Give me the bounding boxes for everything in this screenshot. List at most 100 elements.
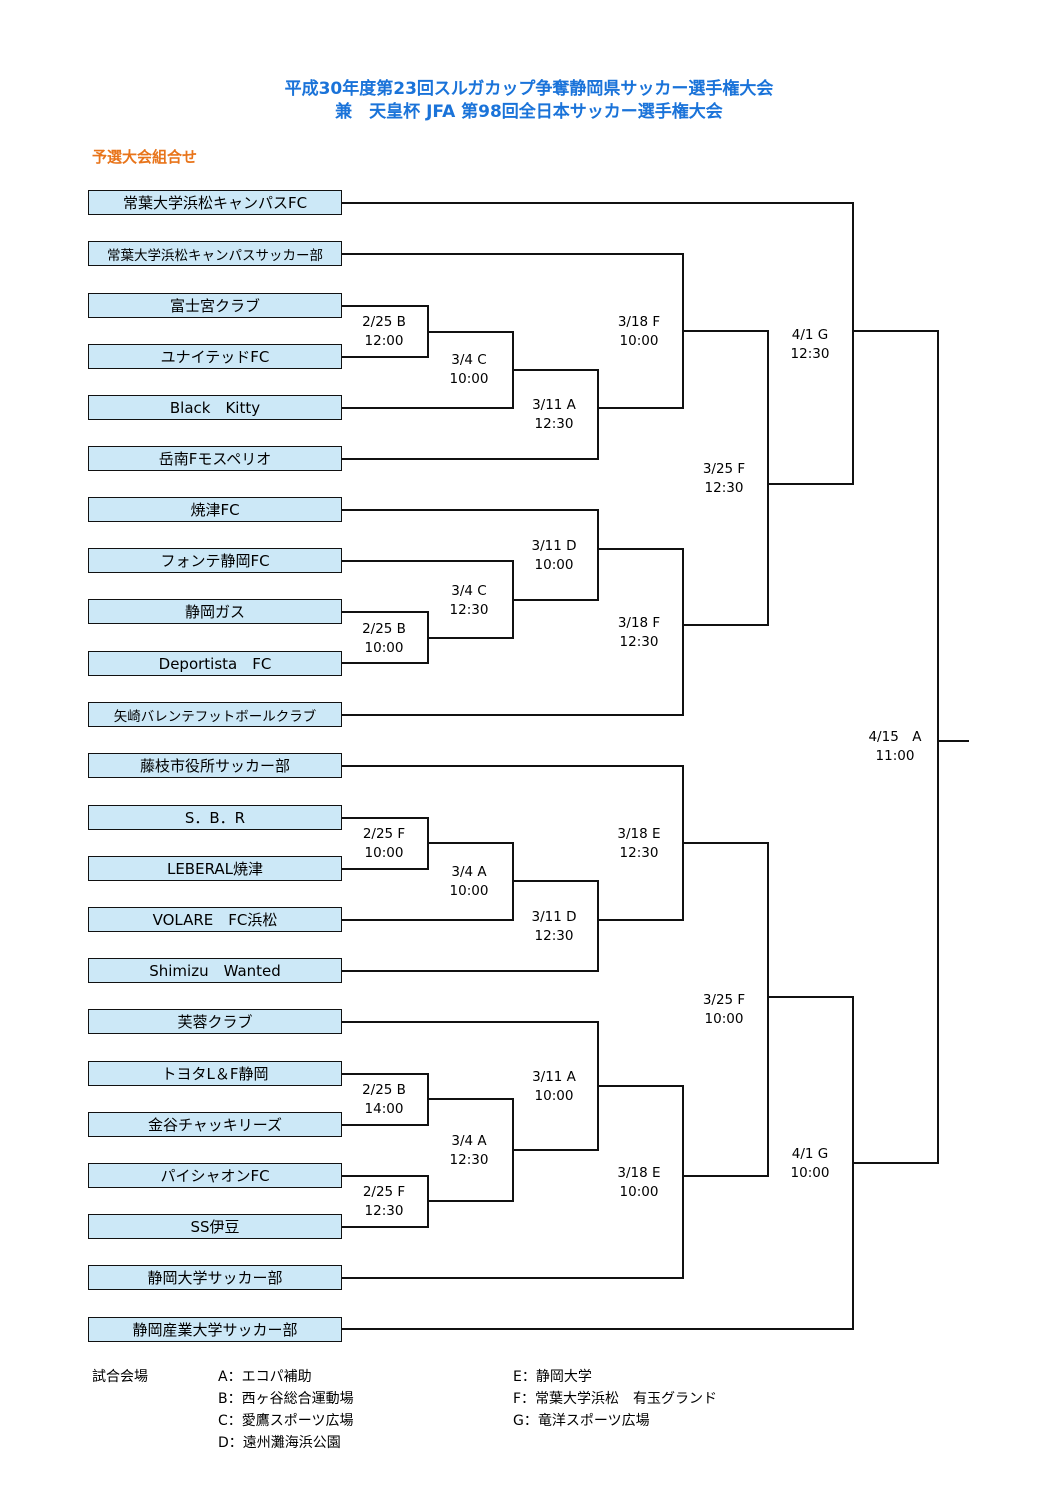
bracket-line bbox=[342, 611, 428, 613]
bracket-line bbox=[597, 548, 683, 550]
team-slot: Deportista FC bbox=[88, 651, 342, 676]
team-name: 静岡産業大学サッカー部 bbox=[132, 1321, 298, 1339]
team-name: トヨタL＆F静岡 bbox=[161, 1065, 269, 1083]
bracket-line bbox=[512, 880, 598, 882]
match-time: 11:00 bbox=[875, 748, 915, 764]
team-name: ユナイテッドFC bbox=[160, 348, 270, 366]
bracket-line bbox=[342, 253, 684, 255]
match-time: 10:00 bbox=[704, 1011, 744, 1027]
bracket-line bbox=[767, 330, 769, 626]
venue-item: B：西ヶ谷総合運動場 bbox=[218, 1391, 354, 1407]
bracket-line bbox=[342, 714, 683, 716]
match-time: 12:30 bbox=[619, 845, 659, 861]
bracket-line bbox=[852, 202, 854, 485]
match-date: 2/25 B bbox=[362, 314, 406, 330]
bracket-line bbox=[767, 996, 854, 998]
team-name: Black Kitty bbox=[169, 399, 261, 417]
bracket-line bbox=[342, 458, 598, 460]
team-slot: Black Kitty bbox=[88, 395, 342, 420]
bracket-line bbox=[512, 1149, 598, 1151]
match-label: 2/25 F 10:00 bbox=[339, 825, 429, 863]
team-name: Deportista FC bbox=[158, 655, 272, 673]
match-date: 2/25 B bbox=[362, 621, 406, 637]
match-date: 3/25 F bbox=[702, 992, 746, 1008]
bracket-line bbox=[342, 407, 513, 409]
bracket-line bbox=[597, 407, 683, 409]
bracket-line bbox=[342, 509, 598, 511]
match-time: 10:00 bbox=[449, 883, 489, 899]
venue-item: G：竜洋スポーツ広場 bbox=[513, 1413, 650, 1429]
bracket-line bbox=[342, 1124, 428, 1126]
match-date: 3/18 F bbox=[617, 615, 661, 631]
team-name: パイシャオンFC bbox=[160, 1167, 270, 1185]
bracket-line bbox=[512, 599, 598, 601]
tournament-title: 平成30年度第23回スルガカップ争奪静岡県サッカー選手権大会 bbox=[284, 79, 774, 99]
team-name: S．B．R bbox=[184, 809, 246, 827]
team-name: 常葉大学浜松キャンパスサッカー部 bbox=[107, 247, 323, 264]
team-slot: 常葉大学浜松キャンパスFC bbox=[88, 190, 342, 215]
match-time: 12:30 bbox=[364, 1203, 404, 1219]
team-slot: パイシャオンFC bbox=[88, 1163, 342, 1188]
match-date: 3/18 E bbox=[617, 826, 661, 842]
bracket-line bbox=[682, 1175, 768, 1177]
team-slot: 焼津FC bbox=[88, 497, 342, 522]
team-slot: S．B．R bbox=[88, 805, 342, 830]
team-name: 焼津FC bbox=[190, 501, 240, 519]
team-name: 静岡ガス bbox=[184, 603, 245, 621]
team-slot: 常葉大学浜松キャンパスサッカー部 bbox=[88, 241, 342, 266]
team-slot: トヨタL＆F静岡 bbox=[88, 1061, 342, 1086]
match-time: 10:00 bbox=[364, 845, 404, 861]
team-slot: SS伊豆 bbox=[88, 1214, 342, 1239]
team-slot: Shimizu Wanted bbox=[88, 958, 342, 983]
bracket-line bbox=[682, 330, 768, 332]
match-time: 12:30 bbox=[534, 928, 574, 944]
bracket-line bbox=[342, 1021, 598, 1023]
match-time: 10:00 bbox=[619, 333, 659, 349]
bracket-line bbox=[597, 509, 599, 601]
team-name: SS伊豆 bbox=[190, 1218, 240, 1236]
match-date: 2/25 B bbox=[362, 1082, 406, 1098]
match-time: 10:00 bbox=[364, 640, 404, 656]
team-slot: フォンテ静岡FC bbox=[88, 548, 342, 573]
bracket-line bbox=[597, 1085, 683, 1087]
bracket-line bbox=[852, 330, 939, 332]
bracket-line bbox=[342, 202, 854, 204]
venue-item: E：静岡大学 bbox=[513, 1369, 592, 1385]
match-date: 3/18 E bbox=[617, 1165, 661, 1181]
bracket-line bbox=[767, 842, 769, 1177]
tournament-subtitle: 兼 天皇杯 JFA 第98回全日本サッカー選手権大会 bbox=[335, 102, 723, 122]
venue-item: F：常葉大学浜松 有玉グランド bbox=[513, 1391, 718, 1407]
match-time: 12:30 bbox=[704, 480, 744, 496]
bracket-line bbox=[597, 880, 599, 972]
match-label: 3/18 E 12:30 bbox=[594, 825, 684, 863]
bracket-line bbox=[342, 1328, 854, 1330]
bracket-line bbox=[342, 1277, 683, 1279]
team-name: 芙蓉クラブ bbox=[177, 1013, 253, 1031]
bracket-line bbox=[597, 919, 683, 921]
team-slot: 金谷チャッキリーズ bbox=[88, 1112, 342, 1137]
bracket-line bbox=[342, 662, 428, 664]
venue-item: A：エコパ補助 bbox=[218, 1369, 312, 1385]
team-name: 金谷チャッキリーズ bbox=[147, 1116, 283, 1134]
match-label: 2/25 B 10:00 bbox=[339, 620, 429, 658]
team-name: 岳南Fモスペリオ bbox=[158, 450, 272, 468]
bracket-line bbox=[427, 1098, 513, 1100]
bracket-line bbox=[342, 817, 428, 819]
match-time: 10:00 bbox=[534, 557, 574, 573]
bracket-line bbox=[342, 970, 598, 972]
bracket-line bbox=[512, 369, 598, 371]
match-date: 2/25 F bbox=[362, 826, 406, 842]
team-slot: ユナイテッドFC bbox=[88, 344, 342, 369]
bracket-line bbox=[937, 330, 939, 1164]
